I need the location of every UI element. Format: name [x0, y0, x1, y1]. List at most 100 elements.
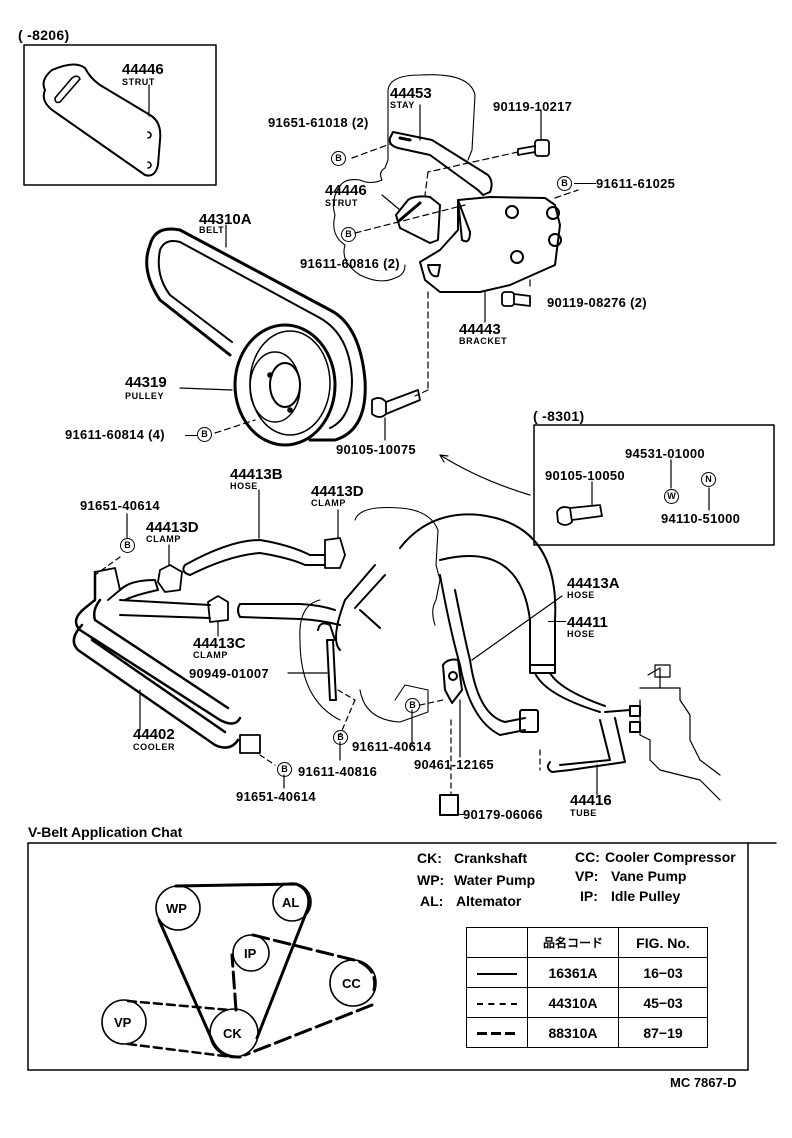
belt-part-no: 44310A — [199, 211, 252, 228]
pulley-ck-label: CK — [223, 1026, 242, 1041]
legend-ip-code: IP: — [580, 888, 598, 904]
cooler-part-name: COOLER — [133, 742, 176, 752]
legend-cc-code: CC: — [575, 849, 600, 865]
b-symbol-nut-lower: B — [277, 762, 292, 777]
tube-44416-part-name: TUBE — [570, 808, 597, 818]
inset-8206-box — [23, 44, 217, 186]
legend-ip-name: Idle Pulley — [611, 888, 681, 904]
pulley-vp-label: VP — [114, 1015, 132, 1030]
bolt-90119-08276-label: 90119-08276 (2) — [547, 295, 647, 310]
clip-90179-06066-label: 90179-06066 — [463, 807, 543, 822]
inset-8301-box — [533, 424, 775, 546]
bolt-90105-10075-label: 90105-10075 — [336, 442, 416, 457]
hose-44411-part-name: HOSE — [567, 629, 595, 639]
pulley-part-name: PULLEY — [125, 391, 165, 401]
pulley-vp — [101, 999, 147, 1045]
row-fig: 45−03 — [618, 987, 708, 1018]
nut-94110-label: 94110-51000 — [661, 511, 741, 526]
tube-44416-part-no: 44416 — [570, 792, 612, 809]
header-fig-no: FIG. No. — [618, 927, 708, 958]
inset-arrow — [439, 454, 531, 496]
stay-drawing — [388, 104, 493, 196]
gearbox-drawing — [629, 664, 721, 801]
legend-al-code: AL: — [420, 893, 444, 909]
bracket-part-name: BRACKET — [459, 336, 508, 346]
pulley-drawing — [179, 323, 337, 447]
header-line-type — [466, 927, 528, 958]
clamp-90461-drawing — [442, 658, 463, 758]
hose-44413B-drawing — [182, 489, 326, 576]
bolt-90105-10050-drawing — [556, 504, 603, 526]
belt-long-dash — [230, 933, 377, 1057]
bolt-90105-10050-label: 90105-10050 — [545, 468, 625, 483]
hose-44413A-part-no: 44413A — [567, 575, 620, 592]
inset-strut-part-name: STRUT — [122, 77, 155, 87]
washer-symbol: W — [664, 489, 679, 504]
legend-vp-name: Vane Pump — [611, 868, 687, 884]
belt-dashed — [126, 999, 234, 1059]
line-solid-sample — [466, 957, 528, 988]
nut-91651-40614-top-label: 91651-40614 — [80, 498, 160, 513]
bolt-90119-08276-drawing — [501, 291, 531, 307]
inset-strut-part-no: 44446 — [122, 61, 164, 78]
lower-dashed-leaders — [94, 556, 541, 796]
clip-90179-drawing — [439, 794, 459, 816]
figure-code: MC 7867-D — [670, 1075, 737, 1090]
hose-left-drawings — [119, 579, 341, 626]
vbelt-chart-box — [27, 842, 777, 1071]
pulley-ip-label: IP — [244, 946, 257, 961]
nut-91651-40614-lower-label: 91651-40614 — [236, 789, 316, 804]
leader-61025 — [574, 183, 596, 184]
b-symbol-bolt-mid: B — [405, 698, 420, 713]
engine-outline-lower — [299, 506, 441, 723]
clamp-44413D-left-part-name: CLAMP — [146, 534, 181, 544]
belt-solid — [157, 882, 311, 1059]
table-row: 44310A 45−03 — [466, 987, 708, 1018]
clamp-44413C-part-no: 44413C — [193, 635, 246, 652]
strut-inset-drawing — [42, 63, 162, 177]
clamp-44413C-part-name: CLAMP — [193, 650, 228, 660]
vbelt-routing-diagram — [101, 882, 377, 1059]
row-code: 44310A — [527, 987, 619, 1018]
row-code: 88310A — [527, 1017, 619, 1048]
inset-8206-range: ( -8206) — [18, 27, 70, 43]
clamp-drawings — [157, 509, 346, 637]
pulley-part-no: 44319 — [125, 374, 167, 391]
leader-90179 — [458, 814, 464, 815]
row-fig: 16−03 — [618, 957, 708, 988]
belt-code-table: 品名コード FIG. No. 16361A 16−03 44310A 45−03… — [466, 927, 708, 1048]
bracket-drawing — [419, 196, 562, 323]
bracket-part-no: 44443 — [459, 321, 501, 338]
hose-44413B-part-no: 44413B — [230, 466, 283, 483]
vbelt-chart-title: V-Belt Application Chat — [28, 824, 183, 840]
nut-91651-61018-label: 91651-61018 (2) — [268, 115, 369, 130]
cooler-drawing — [72, 567, 261, 754]
leader-60814 — [185, 435, 197, 436]
b-symbol-pulley: B — [197, 427, 212, 442]
legend-al-name: Altemator — [456, 893, 522, 909]
line-dashed-sample — [466, 987, 528, 1018]
hose-44413B-part-name: HOSE — [230, 481, 258, 491]
clamp-44413D-right-part-name: CLAMP — [311, 498, 346, 508]
tube-44416-drawing — [519, 709, 631, 796]
table-row: 16361A 16−03 — [466, 957, 708, 988]
legend-cc-name: Cooler Compressor — [605, 849, 736, 865]
strut-drawing — [381, 194, 441, 244]
bolt-90105-10075-drawing — [371, 389, 421, 441]
hose-44411-drawing — [399, 513, 606, 713]
engine-outline-upper — [332, 74, 476, 282]
bolt-91611-40816-label: 91611-40816 — [298, 764, 378, 779]
legend-ck-code: CK: — [417, 850, 442, 866]
pulley-ip — [232, 934, 270, 972]
belt-part-name: BELT — [199, 225, 225, 235]
leader-44411 — [548, 621, 566, 622]
pulley-cc-label: CC — [342, 976, 361, 991]
pipe-to-gearbox — [335, 564, 386, 651]
clip-90949-01007-label: 90949-01007 — [189, 666, 269, 681]
bolt-91611-60814-label: 91611-60814 (4) — [65, 427, 165, 442]
hose-44413A-drawing — [439, 574, 563, 736]
inset-8301-range: ( -8301) — [533, 408, 585, 424]
cooler-part-no: 44402 — [133, 726, 175, 743]
line-long-dash-sample — [466, 1017, 528, 1048]
